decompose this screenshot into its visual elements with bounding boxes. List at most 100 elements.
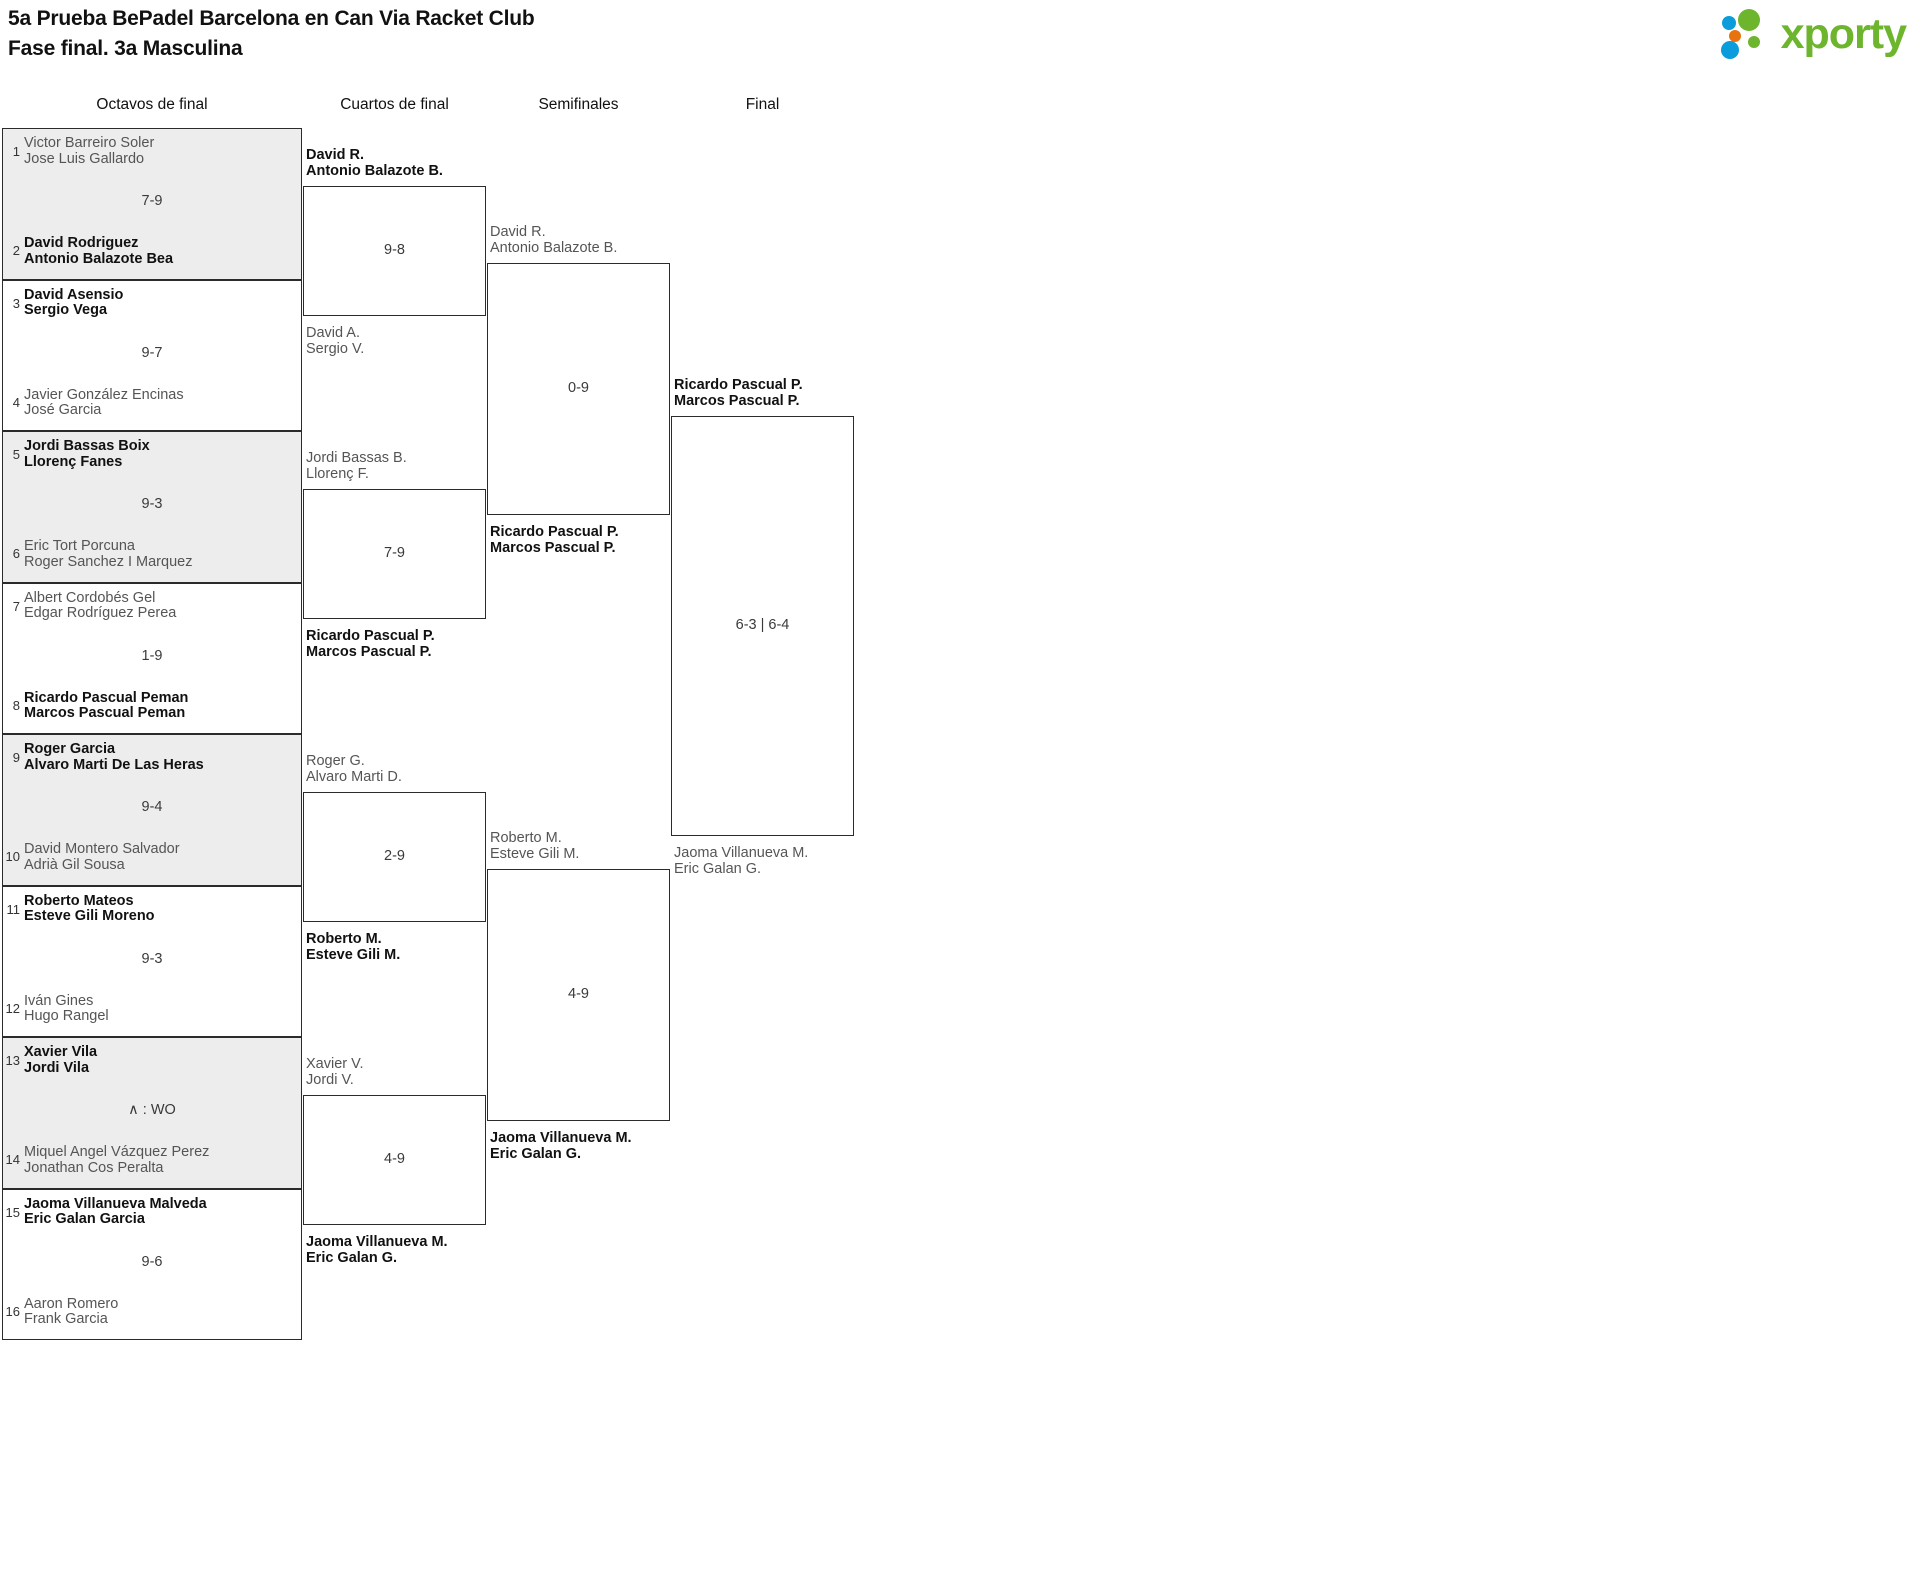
player-name: Javier González Encinas [24,386,184,403]
player-name: Jaoma Villanueva M. [306,1234,448,1250]
team-entry-bottom: Roberto M.Esteve Gili M. [306,931,401,963]
team-entry-top: Roberto M.Esteve Gili M. [490,830,580,862]
player-name: Hugo Rangel [24,1008,109,1024]
match-block-qf[interactable] [303,489,486,619]
seed-number: 7 [12,598,20,614]
player-name: Xavier Vila [24,1044,98,1060]
player-name: Antonio Balazote Bea [24,250,174,267]
seed-number: 12 [5,1000,20,1016]
team-entry-bottom: Jaoma Villanueva M.Eric Galan G. [306,1234,448,1266]
match-score: 4-9 [384,1151,405,1167]
player-name: Sergio V. [306,340,365,357]
match-block-r16[interactable] [2,885,302,1037]
seed-number: 11 [6,901,21,917]
player-name: Antonio Balazote B. [306,162,443,179]
player-name: Victor Barreiro Soler [24,135,155,151]
player-name: Esteve Gili M. [490,845,580,862]
match-block-sf[interactable] [487,263,670,515]
match-block-sf[interactable] [487,869,670,1121]
player-name: Miquel Angel Vázquez Perez [24,1144,210,1160]
player-name: David R. [306,147,365,163]
team-entry-top: Ricardo Pascual P.Marcos Pascual P. [674,377,803,409]
team-entry-top: David R.Antonio Balazote B. [306,147,443,179]
player-name: Xavier V. [306,1056,364,1072]
player-name: Marcos Pascual Peman [24,705,186,721]
xporty-logo: xporty [1719,8,1907,60]
player-name: Eric Galan G. [306,1249,398,1266]
player-name: Jose Luis Gallardo [24,150,145,167]
match-block-r16[interactable] [2,431,302,583]
match-score: 2-9 [384,848,405,864]
match-score: ∧ : WO [128,1102,176,1118]
match-block-r16[interactable] [2,1188,302,1340]
seed-number: 4 [12,394,20,410]
team-entry-top: Roger G.Alvaro Marti D. [306,753,402,785]
match-block-qf[interactable] [303,186,486,316]
player-name: Llorenç F. [306,465,369,482]
player-name: Aaron Romero [24,1295,119,1312]
seed-number: 14 [5,1152,20,1167]
match-block-qf[interactable] [303,1095,486,1225]
match-score: 9-3 [141,950,163,967]
player-name: Esteve Gili M. [306,946,401,963]
seed-number: 16 [5,1303,20,1319]
match-block-r16[interactable] [2,1037,302,1189]
player-name: Eric Tort Porcuna [24,538,135,554]
seed-number: 3 [12,295,20,311]
player-name: Llorenç Fanes [24,453,123,470]
player-name: Roberto Mateos [24,892,134,909]
player-name: Eric Galan G. [490,1145,582,1162]
round-header-octavos: Octavos de final [96,96,208,113]
match-block-qf[interactable] [303,792,486,922]
match-score: 9-3 [141,496,163,512]
player-name: Esteve Gili Moreno [24,908,155,924]
page-title: 5a Prueba BePadel Barcelona en Can Via R… [8,7,535,60]
player-name: Jaoma Villanueva M. [674,845,809,861]
match-score: 7-9 [141,193,163,209]
player-name: Roberto M. [490,830,562,846]
match-score: 0-9 [568,380,589,396]
team-entry-bottom: Ricardo Pascual P.Marcos Pascual P. [490,524,619,556]
seed-number: 13 [5,1053,20,1068]
match-block-r16[interactable] [2,279,302,431]
player-name: Jordi Bassas B. [306,450,407,466]
player-name: José Garcia [24,402,102,418]
team-entry-bottom: David A.Sergio V. [306,325,365,357]
match-block-r16[interactable] [2,734,302,886]
player-name: Roberto M. [306,931,382,947]
player-name: Jaoma Villanueva Malveda [24,1195,207,1212]
team-entry-bottom: Jaoma Villanueva M.Eric Galan G. [490,1130,632,1162]
match-block-r16[interactable] [2,582,302,734]
player-name: David Rodriguez [24,235,139,251]
player-name: David Asensio [24,286,124,303]
player-name: Iván Gines [24,992,94,1009]
match-block-final[interactable] [671,416,854,836]
player-name: Frank Garcia [24,1311,108,1327]
player-name: Antonio Balazote B. [490,239,618,256]
player-name: Eric Galan Garcia [24,1211,145,1227]
player-name: Adrià Gil Sousa [24,856,125,873]
match-block-r16[interactable] [2,128,302,280]
round-header-final: Final [745,96,780,113]
match-score: 9-6 [141,1253,163,1270]
player-name: Ricardo Pascual P. [490,524,619,540]
team-entry-bottom: Ricardo Pascual P.Marcos Pascual P. [306,628,435,660]
match-score: 1-9 [141,647,163,664]
seed-number: 15 [5,1204,20,1220]
xporty-logo-text: xporty [1780,9,1907,58]
player-name: Roger Sanchez I Marquez [24,553,193,570]
match-score: 7-9 [384,545,405,561]
player-name: Marcos Pascual P. [490,539,616,556]
